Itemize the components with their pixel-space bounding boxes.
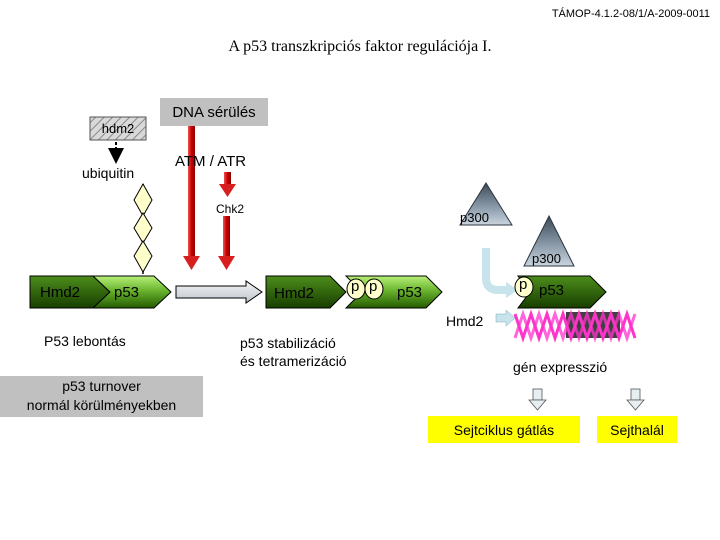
- p300-top-label: p300: [460, 210, 489, 225]
- to-gene-arrow: [495, 309, 516, 327]
- p300-lower-label: p300: [532, 251, 561, 266]
- phospho-circle-icon: [514, 276, 534, 298]
- dna-helix-icon: [513, 309, 637, 343]
- dna-damage-box: [160, 98, 268, 126]
- turnover-line-1: p53 turnover: [62, 378, 141, 394]
- down-arrow-cell-cycle: [528, 388, 547, 411]
- phospho-label-right: p: [519, 276, 528, 293]
- hmd2-label-left: Hmd2: [40, 284, 81, 301]
- cell-cycle-arrest-box: [428, 416, 580, 443]
- stabilization-line-1: p53 stabilizáció: [240, 335, 336, 351]
- stabilization-line-2: és tetramerizáció: [240, 353, 347, 369]
- ubiquitin-label: ubiquitin: [82, 165, 135, 181]
- cell-death-label: Sejthalál: [610, 421, 664, 438]
- cell-cycle-arrest-label: Sejtciklus gátlás: [453, 421, 555, 438]
- hmd2-arrow-shape-middle: [265, 275, 347, 309]
- atm-atr-arrow: [219, 172, 236, 197]
- dna-damage-label: DNA sérülés: [172, 103, 256, 121]
- hmd2-label-middle: Hmd2: [274, 285, 315, 302]
- p53-label-left: p53: [114, 284, 140, 301]
- p300-top-triangle: [459, 182, 513, 226]
- stabilization-label: p53 stabilizáció és tetramerizáció: [240, 334, 347, 370]
- phospho-circle-icon: [364, 278, 384, 300]
- degradation-label: P53 lebontás: [44, 333, 126, 349]
- phospho-label-2: p: [369, 278, 378, 295]
- turnover-box: [0, 376, 203, 417]
- process-arrow-icon: [175, 280, 263, 304]
- p300-recruitment-arrow: [482, 248, 518, 298]
- turnover-label: p53 turnover normál körülményekben: [0, 377, 203, 415]
- gene-expression-label: gén expresszió: [513, 359, 608, 375]
- hdm2-box: [89, 116, 147, 141]
- down-arrow-cell-death: [626, 388, 645, 411]
- hmd2-label-right: Hmd2: [446, 313, 484, 329]
- p300-lower-triangle: [523, 214, 575, 267]
- chk2-red-arrow: [218, 216, 235, 270]
- cell-death-box: [597, 416, 677, 443]
- chk2-label: Chk2: [216, 202, 245, 216]
- turnover-line-2: normál körülményekben: [26, 397, 177, 413]
- hdm2-label: hdm2: [101, 121, 135, 136]
- ubiquitin-chain-icon: [133, 182, 153, 274]
- phospho-label-1: p: [351, 278, 360, 295]
- p53-arrow-shape-left: [91, 275, 172, 309]
- page-title: A p53 transzkripciós faktor regulációja …: [228, 38, 492, 55]
- p53-label-middle: p53: [397, 284, 423, 301]
- atm-atr-label: ATM / ATR: [175, 153, 247, 170]
- project-code: TÁMOP-4.1.2-08/1/A-2009-0011: [551, 8, 710, 20]
- p53-label-right: p53: [539, 282, 565, 299]
- dna-damage-red-arrow: [183, 126, 200, 270]
